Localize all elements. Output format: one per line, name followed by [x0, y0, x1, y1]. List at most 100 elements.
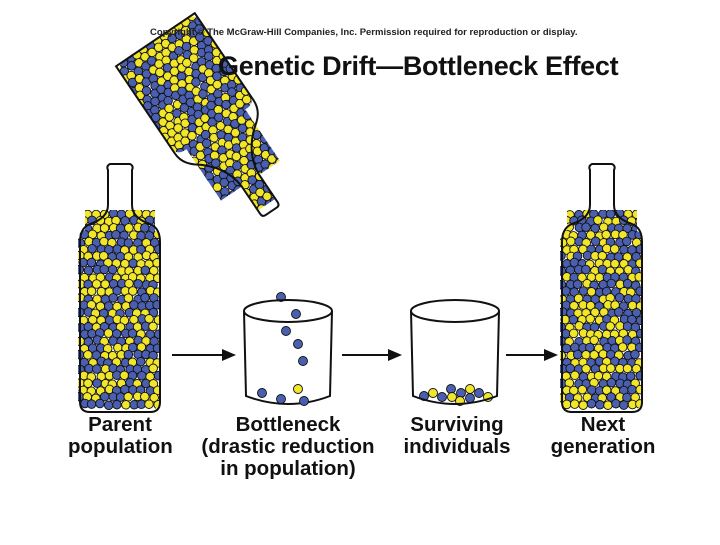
label-line: Next: [580, 413, 626, 436]
yellow-bead: [99, 223, 110, 233]
blue-bead: [141, 86, 152, 96]
diagram-title: Genetic Drift—Bottleneck Effect: [218, 51, 619, 81]
yellow-bead: [610, 258, 620, 269]
label-line: generation: [550, 435, 656, 458]
blue-bead: [153, 370, 160, 381]
blue-bead: [198, 182, 209, 192]
blue-bead: [152, 216, 160, 226]
yellow-bead: [148, 363, 158, 374]
blue-bead: [281, 152, 293, 164]
blue-bead: [437, 392, 447, 402]
yellow-bead: [241, 94, 252, 105]
blue-bead: [201, 138, 212, 149]
blue-bead: [235, 224, 247, 236]
yellow-bead: [140, 391, 150, 402]
blue-bead: [625, 371, 636, 381]
yellow-bead: [266, 128, 276, 139]
blue-bead: [112, 399, 122, 410]
label-line: (drastic reduction: [201, 435, 375, 458]
blue-bead: [281, 326, 291, 336]
parent-bottle: [78, 163, 161, 413]
blue-bead: [635, 244, 642, 254]
yellow-bead: [265, 120, 276, 131]
blue-bead: [257, 388, 267, 398]
label-next-generation: Next generation: [538, 414, 668, 458]
blue-bead: [606, 278, 617, 289]
yellow-bead: [297, 183, 309, 195]
yellow-bead: [447, 392, 457, 402]
yellow-bead: [149, 392, 159, 403]
yellow-bead: [290, 188, 302, 200]
blue-bead: [622, 278, 633, 289]
yellow-bead: [275, 165, 280, 175]
yellow-bead: [79, 215, 89, 226]
blue-bead: [140, 292, 150, 303]
blue-bead: [123, 349, 134, 360]
yellow-bead: [593, 215, 603, 225]
blue-bead: [281, 168, 293, 180]
yellow-bead: [281, 160, 293, 172]
yellow-bead: [585, 314, 595, 324]
blue-bead: [127, 328, 138, 339]
blue-bead: [86, 257, 97, 268]
blue-bead: [304, 179, 316, 191]
blue-bead: [635, 286, 642, 296]
yellow-bead: [128, 286, 138, 296]
yellow-bead: [124, 278, 134, 289]
blue-bead: [234, 201, 245, 211]
yellow-bead: [99, 236, 109, 247]
blue-bead: [128, 258, 138, 268]
label-surviving-individuals: Surviving individuals: [392, 414, 522, 458]
yellow-bead: [605, 321, 615, 331]
yellow-bead: [236, 216, 248, 228]
arrow-bottleneck-to-surviving: [342, 349, 402, 361]
blue-bead: [631, 307, 642, 318]
yellow-bead: [273, 133, 280, 143]
blue-bead: [630, 349, 640, 360]
blue-bead: [456, 388, 466, 398]
yellow-bead: [635, 216, 642, 227]
yellow-bead: [569, 399, 580, 409]
yellow-bead: [149, 265, 159, 276]
label-line: Bottleneck: [235, 413, 341, 436]
blue-bead: [277, 181, 280, 192]
next-generation-bottle: [560, 163, 643, 413]
blue-bead: [111, 229, 121, 240]
yellow-bead: [86, 286, 97, 296]
yellow-bead: [222, 225, 234, 237]
yellow-bead: [282, 184, 294, 196]
blue-bead: [108, 293, 118, 303]
yellow-bead: [609, 244, 620, 254]
blue-bead: [572, 349, 583, 360]
copyright-notice: Copyright © The McGraw-Hill Companies, I…: [150, 27, 578, 38]
surviving-glass: [410, 299, 500, 405]
yellow-bead: [229, 206, 239, 211]
blue-bead: [137, 370, 147, 381]
blue-bead: [199, 191, 209, 202]
yellow-bead: [121, 400, 131, 410]
blue-bead: [243, 203, 253, 211]
yellow-bead: [191, 180, 201, 191]
yellow-bead: [603, 400, 613, 410]
blue-bead: [221, 210, 233, 222]
yellow-bead: [273, 141, 280, 152]
yellow-bead: [144, 399, 154, 409]
yellow-bead: [269, 177, 279, 187]
yellow-bead: [577, 384, 588, 395]
blue-bead: [244, 220, 256, 232]
yellow-bead: [296, 168, 308, 180]
blue-bead: [213, 213, 225, 225]
blue-bead: [299, 396, 309, 406]
blue-bead: [154, 244, 160, 254]
yellow-bead: [258, 117, 268, 127]
yellow-bead: [635, 258, 642, 268]
blue-bead: [572, 279, 583, 290]
blue-bead: [597, 264, 608, 275]
blue-bead: [140, 265, 151, 275]
blue-bead: [635, 370, 642, 381]
yellow-bead: [578, 400, 588, 410]
blue-bead: [153, 329, 160, 340]
blue-bead: [297, 175, 309, 187]
blue-bead: [446, 384, 456, 394]
blue-bead: [606, 377, 617, 388]
